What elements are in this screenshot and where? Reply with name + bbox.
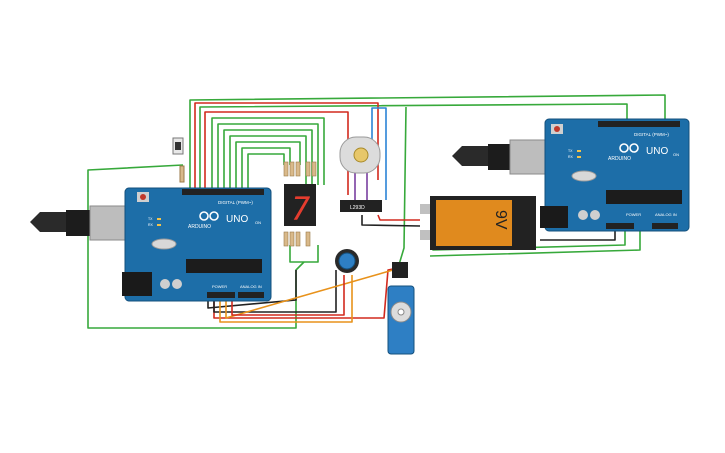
rx-label-right: RX [568,155,574,159]
reset-button-right-cap [554,126,560,132]
arduino-uno-right[interactable]: DIGITAL (PWM~) ARDUINO UNO ON TX RX POWE… [452,118,690,232]
rx-label-left: RX [148,223,154,227]
tx-label-left: TX [148,217,153,221]
wire-green-seg-1 [211,117,325,189]
wire-green-seg-7 [247,153,285,189]
brand-label-left: ARDUINO [188,224,211,230]
usb-cable-left [66,210,94,236]
motor-driver-chip: L293D [340,200,382,212]
mcu-chip-left [186,259,262,273]
power-label-right: POWER [626,212,641,217]
analog-header-right [652,223,678,229]
capacitor-left-2 [172,279,182,289]
potentiometer-knob-icon [338,252,356,270]
battery-label: 9V [492,210,509,230]
power-header-right [606,223,634,229]
driver-chip-label: L293D [350,205,365,211]
wire-green-seg-4 [229,135,307,189]
analog-label-left: ANALOG IN [240,284,262,289]
driver-chip-body [340,200,382,212]
arduino-logo-left-icon [199,211,219,221]
power-label-left: POWER [212,284,227,289]
wire-black-right [540,230,616,241]
wire-orange-pot [219,275,353,323]
seven-segment-body [284,184,316,226]
wire-green-seg-3 [223,129,313,189]
arduino-uno-left[interactable]: DIGITAL (PWM~) ARDUINO UNO ON TX RX POWE… [30,187,272,302]
wire-green-left-loop [87,164,305,329]
power-jack-right [540,206,568,228]
model-label-left: UNO [226,214,248,225]
led-tx-right [577,150,581,152]
wire-red-pot [231,275,345,316]
battery-terminal-1 [420,204,432,214]
dc-motor [339,136,381,174]
reset-button-left-cap [140,194,146,200]
resistor-bank-top [283,161,317,177]
digital-header-left [182,189,264,195]
digital-header-right [598,121,680,127]
digital-header-label-left: DIGITAL (PWM~) [218,200,253,205]
dc-motor-shaft-icon [353,147,369,163]
usb-cable-left-icon [30,212,70,232]
seven-segment-digit: 7 [291,190,310,228]
analog-label-right: ANALOG IN [655,212,677,217]
wire-red-top [194,102,379,189]
wire-red-battery [377,214,420,221]
mcu-chip-right [606,190,682,204]
wire-green-seg-low [289,245,319,263]
led-tx-left [157,218,161,220]
capacitor-right-2 [590,210,600,220]
on-label-left: ON [255,220,261,225]
on-label-right: ON [673,152,679,157]
wire-green-seg-6 [241,147,291,189]
push-button[interactable] [172,137,184,155]
wire-black-2 [213,270,337,313]
led-rx-right [577,156,581,158]
servo-connector [392,262,408,278]
wire-green-seg-2 [217,123,319,189]
servo-motor [387,262,415,355]
push-button-cap [175,142,181,150]
wire-green-top [189,94,666,189]
potentiometer[interactable] [335,249,359,273]
led-rx-left [157,224,161,226]
wire-black-1 [207,270,297,309]
capacitor-left-1 [160,279,170,289]
resistor-button [179,165,185,183]
arduino-logo-right-icon [619,143,639,153]
brand-label-right: ARDUINO [608,156,631,162]
wire-green-right-bottom-2 [429,230,641,257]
battery-label-panel [436,200,512,246]
servo-horn-center [397,308,405,316]
battery-9v: 9V [420,196,536,250]
battery-terminal-2 [420,230,432,240]
wire-green-top-2 [199,103,628,189]
wire-black-chip [361,215,421,227]
crystal-left [151,238,177,250]
digital-header-label-right: DIGITAL (PWM~) [634,132,669,137]
resistor-bank-bottom [283,231,311,247]
analog-header-left [238,292,264,298]
seven-segment-display: 7 [284,184,316,228]
power-jack-left [122,272,152,296]
usb-plug-right [509,139,551,175]
tx-label-right: TX [568,149,573,153]
usb-cable-right-icon [452,146,492,166]
wire-green-seg-5 [235,141,301,189]
power-header-left [207,292,235,298]
wire-orange-servo [225,267,401,319]
model-label-right: UNO [646,146,668,157]
capacitor-right-1 [578,210,588,220]
wire-green-servo [397,106,407,269]
wire-blue-motor [371,107,387,200]
crystal-right [571,170,597,182]
wires [87,94,666,329]
